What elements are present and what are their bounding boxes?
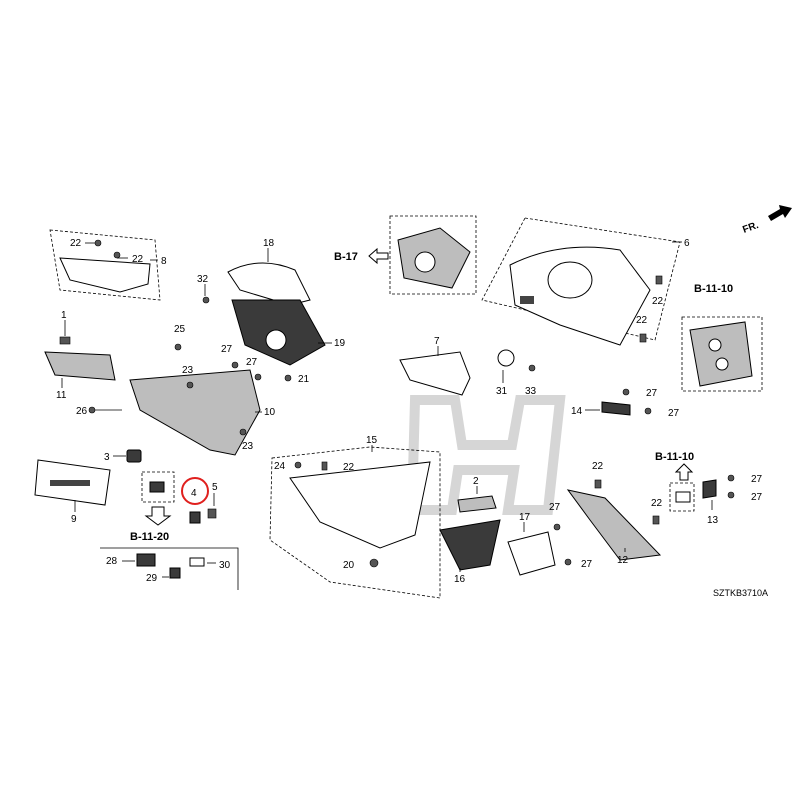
callout-32: 32: [197, 274, 209, 285]
part-3-switch: [113, 449, 142, 463]
callout-22: 22: [592, 461, 604, 472]
callout-19: 19: [334, 338, 346, 349]
part-16-strip: [439, 519, 501, 572]
part-5-clip: [207, 493, 217, 519]
part-15-glovebox-frame: [269, 445, 441, 599]
callout-15: 15: [366, 435, 378, 446]
callout-27: 27: [668, 408, 680, 419]
callout-12: 12: [617, 555, 629, 566]
callout-13: 13: [707, 515, 719, 526]
callout-22: 22: [652, 296, 664, 307]
reference-b-17: B-17: [334, 251, 358, 263]
callout-23: 23: [242, 441, 254, 452]
part-8-trim-panel: [49, 229, 161, 301]
b-11-10-reference-box-upper: [681, 316, 763, 392]
part-11-bracket: [44, 320, 116, 388]
callout-4: 4: [191, 488, 197, 499]
part-4-highlighted: [181, 477, 209, 524]
callout-5: 5: [212, 482, 218, 493]
callout-18: 18: [263, 238, 275, 249]
reference-b-11-10: B-11-10: [655, 451, 694, 463]
callout-22: 22: [651, 498, 663, 509]
callout-27: 27: [646, 388, 658, 399]
part-7-duct: [399, 346, 471, 396]
part-6-cluster-panel: [481, 217, 682, 346]
callout-14: 14: [571, 406, 583, 417]
honda-watermark: [406, 395, 566, 515]
part-2-label: [457, 486, 497, 513]
callout-9: 9: [71, 514, 77, 525]
callout-24: 24: [274, 461, 286, 472]
reference-b-11-10: B-11-10: [694, 283, 733, 295]
callout-31: 31: [496, 386, 508, 397]
part-13-bracket: [702, 479, 717, 510]
callout-1: 1: [61, 310, 67, 321]
callout-28: 28: [106, 556, 118, 567]
b-11-20-subpanel: [100, 547, 239, 590]
callout-22: 22: [70, 238, 82, 249]
callout-8: 8: [161, 256, 167, 267]
part-17-tray: [507, 522, 556, 576]
part-18-upper-column-cover: [227, 248, 311, 306]
front-direction-arrow: FR.: [741, 205, 792, 236]
callout-17: 17: [519, 512, 531, 523]
part-14-bracket: [585, 401, 631, 416]
callout-27: 27: [581, 559, 593, 570]
callout-20: 20: [343, 560, 355, 571]
part-12-side-trim: [566, 489, 662, 561]
callout-21: 21: [298, 374, 310, 385]
callout-30: 30: [219, 560, 231, 571]
b-17-reference-box: [368, 215, 477, 295]
part-31-clip: [497, 349, 515, 383]
b-11-10-reference-box-lower: [669, 463, 695, 512]
callout-11: 11: [56, 390, 67, 401]
callout-25: 25: [174, 324, 186, 335]
callout-22: 22: [343, 462, 355, 473]
callout-29: 29: [146, 573, 158, 584]
callout-3: 3: [104, 452, 110, 463]
reference-b-11-20: B-11-20: [130, 531, 169, 543]
callout-26: 26: [76, 406, 88, 417]
callout-10: 10: [264, 407, 276, 418]
callout-22: 22: [132, 254, 144, 265]
part-10-lower-dash-panel: [88, 369, 262, 456]
svg-text:FR.: FR.: [741, 220, 760, 236]
callout-22: 22: [636, 315, 648, 326]
callout-33: 33: [525, 386, 537, 397]
callout-7: 7: [434, 336, 440, 347]
callout-27: 27: [221, 344, 233, 355]
callout-27: 27: [751, 474, 763, 485]
b-11-20-reference-box: [141, 471, 175, 526]
part-19-lower-column-cover: [231, 299, 332, 366]
callout-6: 6: [684, 238, 690, 249]
part-32-screw: [202, 284, 210, 304]
callout-27: 27: [246, 357, 258, 368]
drawing-code: SZTKB3710A: [713, 588, 768, 598]
callout-16: 16: [454, 574, 466, 585]
callout-27: 27: [549, 502, 561, 513]
callout-27: 27: [751, 492, 763, 503]
callout-2: 2: [473, 476, 479, 487]
part-9-vent-panel: [34, 459, 111, 512]
callout-23: 23: [182, 365, 194, 376]
